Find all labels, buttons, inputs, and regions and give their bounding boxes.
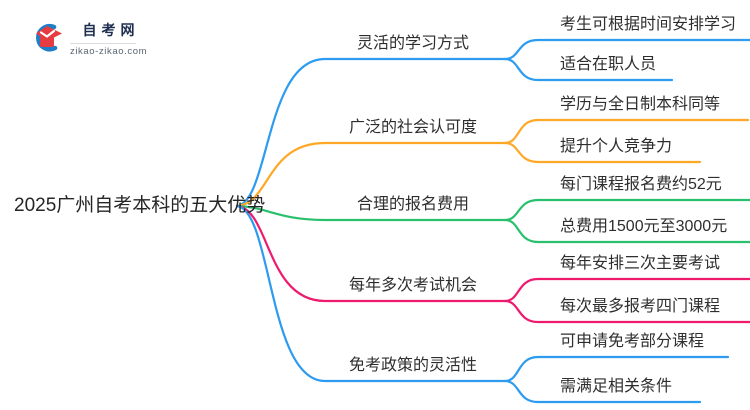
branch-1-leaf-1-line [503, 38, 750, 61]
branch-5-label: 免考政策的灵活性 [348, 357, 477, 374]
branch-2-label: 广泛的社会认可度 [348, 119, 477, 136]
branch-1-label: 灵活的学习方式 [356, 35, 469, 52]
branch-3-leaf-2-line [503, 218, 750, 244]
branch-1-leaf-2: 适合在职人员 [560, 56, 657, 73]
branch-4-leaf-1: 每年安排三次主要考试 [560, 255, 721, 272]
branch-4-leaf-2: 每次最多报考四门课程 [560, 298, 721, 315]
branch-2-leaf-2: 提升个人竞争力 [560, 138, 673, 155]
branch-4-leaf-2-line [503, 299, 750, 324]
branch-2-leaf-1: 学历与全日制本科同等 [560, 96, 721, 113]
branch-4-line [235, 204, 507, 303]
branch-5-line [235, 204, 507, 383]
branch-3-line [235, 204, 507, 222]
branch-3-label: 合理的报名费用 [356, 196, 469, 213]
branch-1-line [235, 57, 507, 208]
branch-2-leaf-1-line [503, 118, 750, 145]
branch-4-leaf-1-line [503, 277, 750, 303]
branch-5-leaf-1-line [503, 355, 730, 383]
site-name: 自考网 [82, 22, 140, 38]
site-url: zikao-zikao.com [70, 46, 148, 57]
branch-4-label: 每年多次考试机会 [348, 277, 477, 294]
branch-1-leaf-2-line [503, 57, 674, 82]
branch-2-leaf-2-line [503, 141, 702, 164]
branch-2-line [235, 141, 507, 208]
branch-3-leaf-1-line [503, 198, 750, 222]
graduation-cap-icon [36, 23, 62, 52]
branch-1-leaf-1: 考生可根据时间安排学习 [560, 16, 737, 33]
site-logo: 自考网 zikao-zikao.com [30, 20, 147, 57]
branch-5-leaf-2: 需满足相关条件 [560, 378, 673, 395]
branch-3-leaf-2: 总费用1500元至3000元 [560, 218, 728, 235]
root-topic: 2025广州自考本科的五大优势 [14, 195, 266, 216]
branch-3-leaf-1: 每门课程报名费约52元 [560, 176, 722, 193]
branch-5-leaf-2-line [503, 379, 702, 404]
branch-5-leaf-1: 可申请免考部分课程 [560, 333, 705, 350]
logo-divider [70, 43, 136, 44]
